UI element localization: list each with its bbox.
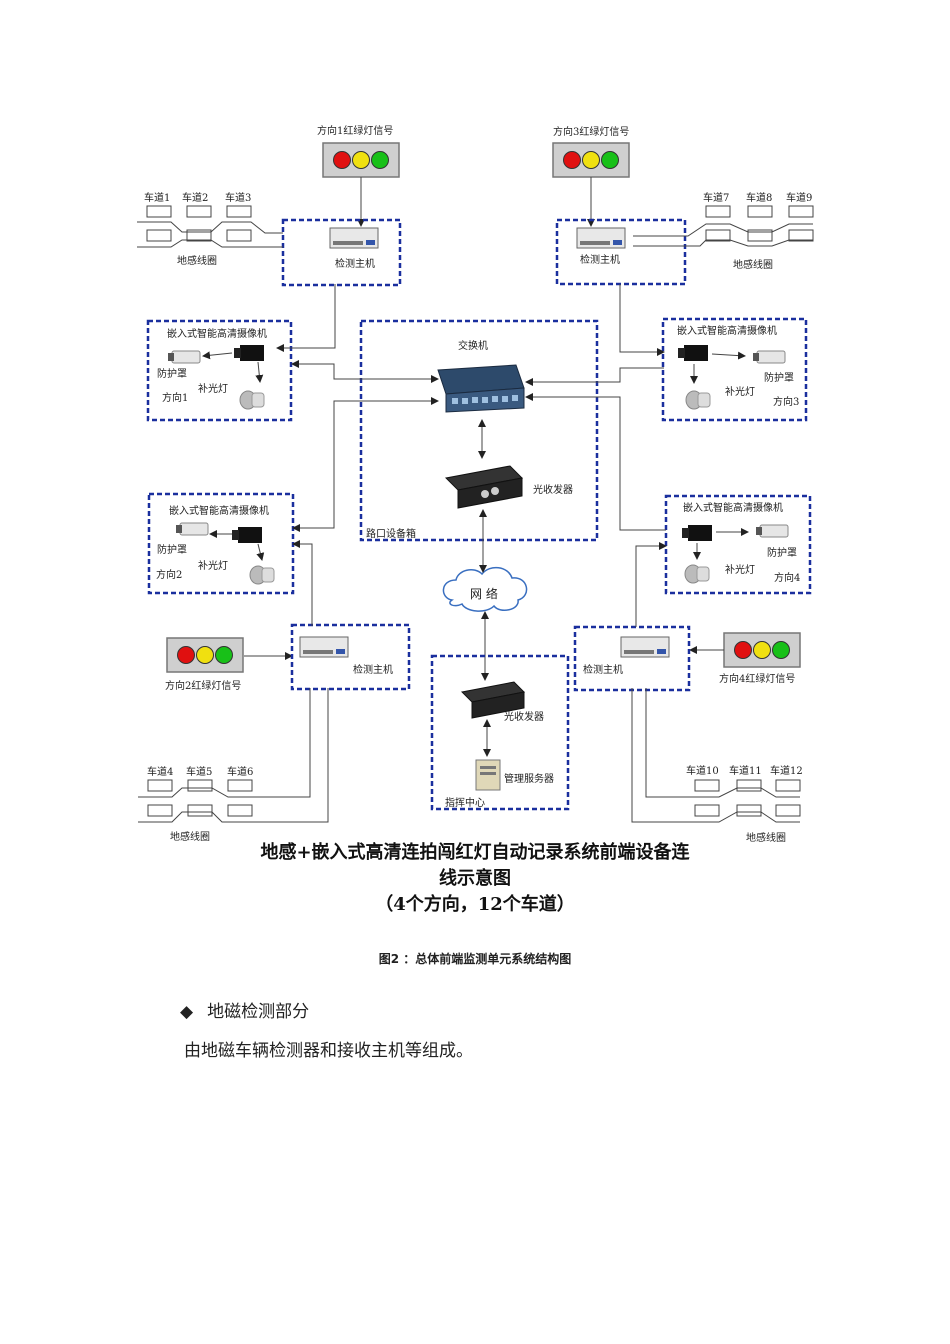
fill-light-label: 补光灯: [725, 385, 755, 398]
transceiver-icon: [444, 465, 524, 509]
traffic-light-icon: [552, 142, 630, 178]
direction-label: 方向3: [773, 395, 799, 408]
loop-coils: [633, 205, 814, 247]
transceiver-label: 光收发器: [504, 710, 544, 723]
lane-label: 车道9: [786, 191, 812, 204]
camera-icon: [234, 345, 264, 361]
transceiver-label: 光收发器: [533, 483, 573, 496]
fill-light-icon: [239, 390, 265, 410]
lane-label: 车道12: [770, 764, 803, 777]
housing-label: 防护罩: [157, 543, 187, 556]
detection-host-icon: [576, 227, 626, 249]
housing-icon: [755, 524, 789, 538]
lane-label: 车道4: [147, 765, 173, 778]
camera-title: 嵌入式智能高清摄像机: [683, 501, 783, 514]
command-center-label: 指挥中心: [445, 796, 485, 809]
host-box-dir2: [290, 623, 411, 691]
fill-light-icon: [249, 565, 275, 585]
housing-label: 防护罩: [157, 367, 187, 380]
lane-label: 车道2: [182, 191, 208, 204]
lane-label: 车道11: [729, 764, 762, 777]
body-paragraph: 由地磁车辆检测器和接收主机等组成。: [184, 1041, 473, 1061]
loop-label: 地感线圈: [746, 831, 786, 844]
loop-coils: [137, 205, 283, 248]
direction-label: 方向2: [156, 568, 182, 581]
lane-label: 车道7: [703, 191, 729, 204]
lane-label: 车道6: [227, 765, 253, 778]
server-icon: [475, 759, 501, 791]
diagram-title-line2: 线示意图: [439, 867, 511, 889]
lane-label: 车道3: [225, 191, 251, 204]
direction-label: 方向4: [774, 571, 800, 584]
cabinet-label: 路口设备箱: [366, 527, 416, 540]
loop-label: 地感线圈: [170, 830, 210, 843]
housing-icon: [752, 350, 786, 364]
host-label-dir4: 检测主机: [583, 663, 623, 676]
fill-light-label: 补光灯: [198, 559, 228, 572]
camera-icon: [232, 527, 262, 543]
camera-title: 嵌入式智能高清摄像机: [677, 324, 777, 337]
transceiver-icon: [460, 681, 526, 719]
signal-label-dir2: 方向2红绿灯信号: [165, 679, 241, 692]
signal-label-dir3: 方向3红绿灯信号: [553, 125, 629, 138]
lane-label: 车道5: [186, 765, 212, 778]
camera-box-dir3: [661, 317, 808, 422]
signal-label-dir4: 方向4红绿灯信号: [719, 672, 795, 685]
traffic-light-icon: [166, 637, 244, 673]
diagram-title-line3: （4个方向，12个车道）: [375, 893, 575, 915]
diagram-title-line1: 地感+嵌入式高清连拍闯红灯自动记录系统前端设备连: [260, 841, 690, 863]
detection-host-icon: [299, 636, 349, 658]
housing-icon: [175, 522, 209, 536]
lane-label: 车道8: [746, 191, 772, 204]
host-box-dir3: [555, 218, 687, 286]
detection-host-icon: [329, 227, 379, 249]
figure-caption: 图2 ：总体前端监测单元系统结构图: [378, 952, 572, 966]
cabinet-box: [359, 319, 599, 542]
section-heading-text: 地磁检测部分: [207, 1002, 310, 1022]
command-center-box: [430, 654, 570, 811]
loop-coils: [631, 688, 801, 823]
host-label-dir2: 检测主机: [353, 663, 393, 676]
network-cloud-icon: [442, 566, 528, 612]
camera-title: 嵌入式智能高清摄像机: [167, 327, 267, 340]
traffic-light-icon: [322, 142, 400, 178]
loop-label: 地感线圈: [177, 254, 217, 267]
host-box-dir1: [281, 218, 402, 287]
section-heading: ◆ 地磁检测部分: [180, 997, 309, 1022]
detection-host-icon: [620, 636, 670, 658]
host-label-dir1: 检测主机: [335, 257, 375, 270]
traffic-light-icon: [723, 632, 801, 668]
network-label: 网 络: [470, 586, 498, 601]
switch-icon: [437, 364, 525, 413]
loop-label: 地感线圈: [733, 258, 773, 271]
host-box-dir4: [573, 625, 691, 692]
server-label: 管理服务器: [504, 772, 554, 785]
system-diagram: 方向1红绿灯信号 检测主机 车道1 车道2 车道3 地感线圈 方向3红绿灯信号 …: [137, 124, 814, 915]
housing-label: 防护罩: [767, 546, 797, 559]
housing-icon: [167, 350, 201, 364]
host-label-dir3: 检测主机: [580, 253, 620, 266]
loop-coils: [138, 688, 329, 823]
housing-label: 防护罩: [764, 371, 794, 384]
switch-label: 交换机: [458, 339, 488, 352]
fill-light-icon: [685, 390, 711, 410]
diamond-bullet-icon: ◆: [180, 1002, 194, 1022]
connection-lines: [276, 284, 667, 627]
lane-label: 车道1: [144, 191, 170, 204]
camera-title: 嵌入式智能高清摄像机: [169, 504, 269, 517]
camera-icon: [678, 345, 708, 361]
fill-light-icon: [684, 564, 710, 584]
direction-label: 方向1: [162, 391, 188, 404]
fill-light-label: 补光灯: [198, 382, 228, 395]
signal-label-dir1: 方向1红绿灯信号: [317, 124, 393, 137]
fill-light-label: 补光灯: [725, 563, 755, 576]
lane-label: 车道10: [686, 764, 719, 777]
camera-icon: [682, 525, 712, 541]
